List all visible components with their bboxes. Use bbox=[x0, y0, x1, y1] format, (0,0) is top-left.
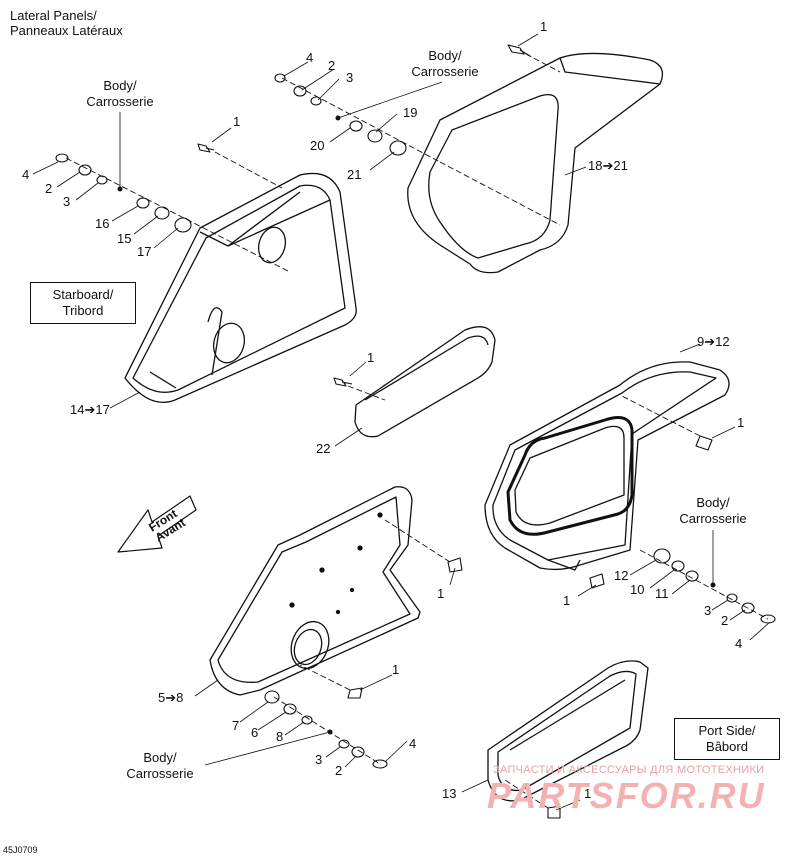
callout-2: 2 bbox=[721, 613, 728, 628]
callout-10: 10 bbox=[630, 582, 644, 597]
figure-code: 45J0709 bbox=[3, 845, 38, 855]
callout-6: 6 bbox=[251, 725, 258, 740]
callout-17: 17 bbox=[137, 244, 151, 259]
callout-4: 4 bbox=[306, 50, 313, 65]
callout-4: 4 bbox=[735, 636, 742, 651]
port-panel-inner bbox=[484, 361, 730, 571]
title-line-1: Lateral Panels/ bbox=[10, 8, 97, 23]
callout-21: 21 bbox=[347, 167, 361, 182]
front-arrow-icon bbox=[117, 495, 197, 553]
babord-label: Bâbord bbox=[706, 739, 748, 754]
svg-text:Carrosserie: Carrosserie bbox=[86, 94, 153, 109]
callout-11: 11 bbox=[655, 586, 669, 601]
watermark-logo: PARTSFOR.RU bbox=[487, 775, 766, 816]
callout-14-17: 14➔17 bbox=[70, 402, 110, 417]
callout-19: 19 bbox=[403, 105, 417, 120]
svg-text:Body/: Body/ bbox=[696, 495, 730, 510]
callout-1: 1 bbox=[584, 786, 591, 801]
callout-3: 3 bbox=[704, 603, 711, 618]
body-label-4: Body/ Carrosserie bbox=[126, 750, 193, 781]
leader-lines bbox=[32, 33, 771, 811]
callout-13: 13 bbox=[442, 786, 456, 801]
diagram-title: Lateral Panels/ Panneaux Latéraux bbox=[10, 8, 123, 38]
body-label-3: Body/ Carrosserie bbox=[679, 495, 746, 526]
callout-5-8: 5➔8 bbox=[158, 690, 183, 705]
starboard-label: Starboard/ bbox=[52, 287, 114, 302]
callout-2: 2 bbox=[335, 763, 342, 778]
port-side-label: Port Side/ bbox=[698, 723, 756, 738]
tribord-label: Tribord bbox=[62, 303, 104, 318]
svg-text:Carrosserie: Carrosserie bbox=[411, 64, 478, 79]
starboard-upper-panel bbox=[124, 172, 357, 404]
callout-1: 1 bbox=[392, 662, 399, 677]
svg-text:Body/: Body/ bbox=[143, 750, 177, 765]
callout-16: 16 bbox=[95, 216, 109, 231]
title-line-2: Panneaux Latéraux bbox=[10, 23, 123, 38]
callout-4: 4 bbox=[22, 167, 29, 182]
callout-4: 4 bbox=[409, 736, 416, 751]
port-lower-panel bbox=[487, 660, 649, 802]
callout-1: 1 bbox=[563, 593, 570, 608]
body-label-2: Body/ Carrosserie bbox=[411, 48, 478, 79]
callout-8: 8 bbox=[276, 729, 283, 744]
callout-12: 12 bbox=[614, 568, 628, 583]
front-arrow-label: Front Avant bbox=[146, 506, 188, 544]
callout-9-12: 9➔12 bbox=[697, 334, 730, 349]
starboard-label-box: Starboard/ Tribord bbox=[30, 282, 136, 324]
callout-15: 15 bbox=[117, 231, 131, 246]
callout-1: 1 bbox=[737, 415, 744, 430]
callouts: 1 1 1 1 1 1 1 1 4 2 3 4 2 3 16 15 17 20 … bbox=[22, 19, 744, 801]
callout-2: 2 bbox=[45, 181, 52, 196]
assembly-lines bbox=[65, 53, 769, 809]
callout-20: 20 bbox=[310, 138, 324, 153]
callout-18-21: 18➔21 bbox=[588, 158, 628, 173]
callout-1: 1 bbox=[233, 114, 240, 129]
body-label-1: Body/ Carrosserie bbox=[86, 78, 153, 109]
watermark-text: ЗАПЧАСТИ И АКСЕССУАРЫ ДЛЯ МОТОТЕХНИКИ bbox=[493, 764, 765, 776]
svg-text:Body/: Body/ bbox=[428, 48, 462, 63]
callout-3: 3 bbox=[315, 752, 322, 767]
svg-text:Body/: Body/ bbox=[103, 78, 137, 93]
upper-body-panel bbox=[407, 52, 664, 274]
callout-1: 1 bbox=[540, 19, 547, 34]
svg-text:Carrosserie: Carrosserie bbox=[679, 511, 746, 526]
port-label-box: Port Side/ Bâbord bbox=[674, 718, 780, 760]
small-cover-part bbox=[354, 326, 496, 438]
svg-text:Carrosserie: Carrosserie bbox=[126, 766, 193, 781]
callout-3: 3 bbox=[63, 194, 70, 209]
callout-2: 2 bbox=[328, 58, 335, 73]
callout-7: 7 bbox=[232, 718, 239, 733]
starboard-panel-inner bbox=[209, 486, 421, 696]
callout-3: 3 bbox=[346, 70, 353, 85]
callout-1: 1 bbox=[367, 350, 374, 365]
callout-22: 22 bbox=[316, 441, 330, 456]
callout-1: 1 bbox=[437, 586, 444, 601]
